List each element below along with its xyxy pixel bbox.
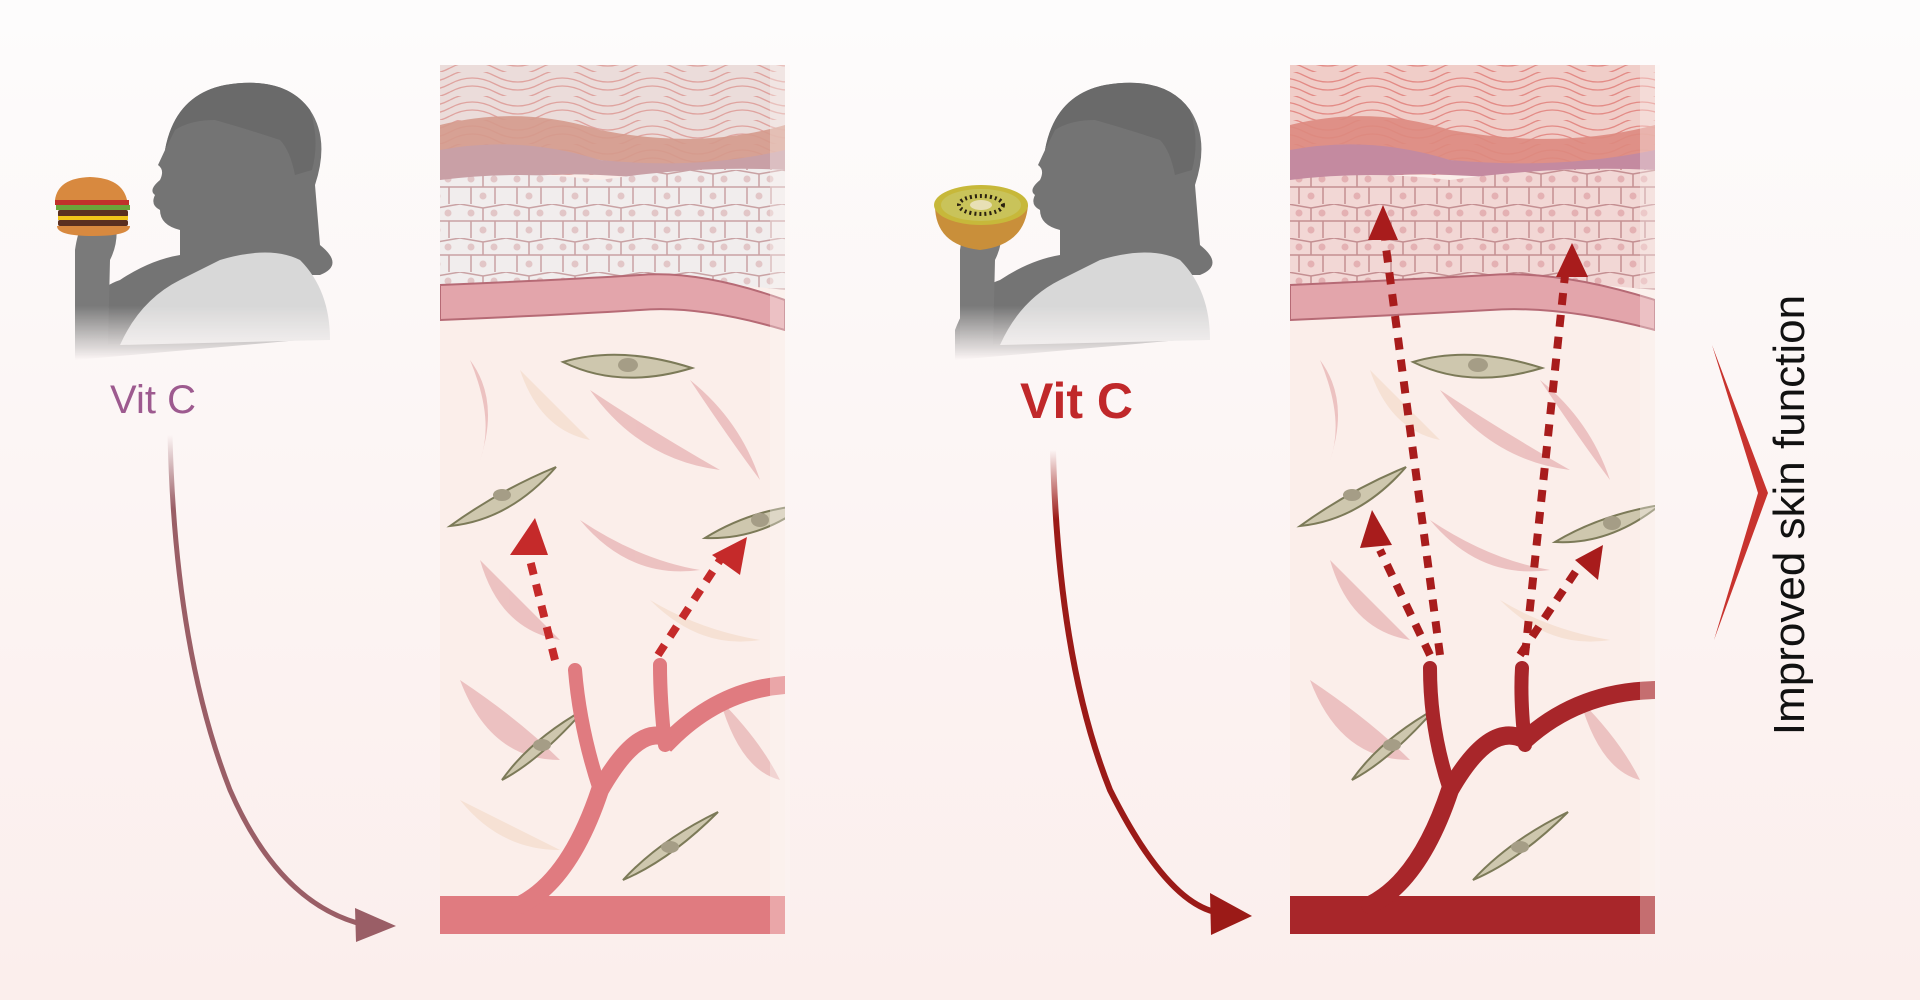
diffusion-arrowhead [1575,545,1603,580]
intake-arrowhead-high [1210,893,1252,935]
diffusion-arrows [526,557,724,661]
person-silhouette-icon [75,82,333,361]
diffusion-arrowhead [712,537,747,575]
blood-vessel-icon [440,658,785,934]
outcome-label: Improved skin function [1765,294,1814,736]
vitamin-c-label-low: Vit C [110,378,196,422]
kiwi-icon [934,185,1028,250]
intake-arrow-low [167,434,366,928]
skin-cross-section-icon [1290,65,1655,940]
intake-arrowhead-low [355,908,396,942]
diffusion-arrowhead [510,518,548,555]
skin-cross-section-icon [440,65,785,940]
hamburger-icon [55,177,130,236]
person-silhouette-icon [955,82,1213,361]
blood-vessel-icon [1290,661,1655,934]
vitamin-c-label-high: Vit C [1020,373,1133,429]
diffusion-arrowhead [1368,205,1398,240]
intake-arrow-high [1050,449,1216,915]
diffusion-arrowhead [1360,510,1392,548]
diffusion-arrows [1376,239,1584,658]
chevron-right-icon [1712,345,1768,640]
diffusion-arrowhead [1556,243,1588,277]
